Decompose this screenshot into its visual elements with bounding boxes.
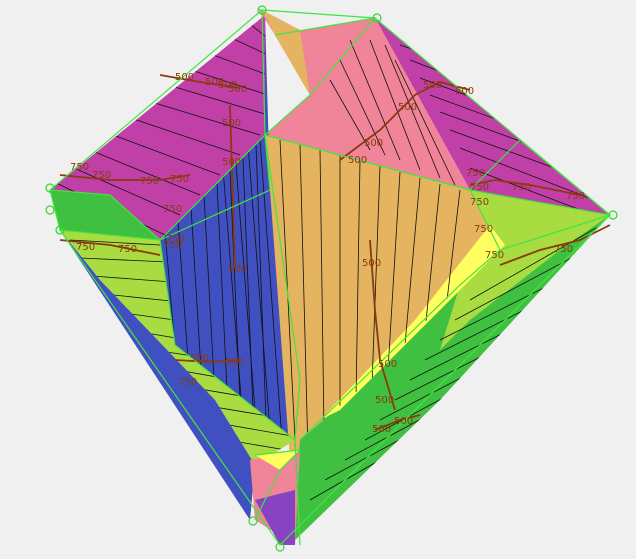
contour-label: 500 — [372, 424, 391, 435]
contour-label: 750 — [70, 162, 89, 173]
contour-label: 500 — [394, 416, 413, 427]
contour-label: 750 — [166, 234, 185, 245]
contour-label: 500 — [222, 118, 241, 129]
face-yellow-bottom — [255, 450, 300, 470]
vertex — [45, 205, 55, 215]
face-tan-top-wedge — [262, 10, 310, 95]
contour-label: 750 — [118, 244, 137, 255]
vertex — [248, 516, 258, 526]
contour-label: 750 — [474, 224, 493, 235]
contour-label: 500 — [222, 157, 241, 168]
contour-label: 750 — [170, 174, 189, 185]
contour-label: 750 — [554, 244, 573, 255]
face-tan — [265, 135, 500, 545]
face-purple-bottom — [255, 490, 295, 545]
face-magenta-left — [50, 15, 265, 240]
face-green-right — [290, 215, 610, 545]
vertex — [608, 210, 618, 220]
contour-label: 750 — [470, 182, 489, 193]
contour-label: 500 — [398, 102, 417, 113]
contour-label: 750 — [163, 240, 182, 251]
contours — [59, 74, 611, 431]
contour-label: 500 — [190, 353, 209, 364]
vertex — [275, 542, 285, 552]
face-lime-right — [470, 190, 610, 250]
contour-label: 500 — [362, 258, 381, 269]
contour-label: 500 — [455, 86, 474, 97]
contour-label: 500 — [218, 80, 237, 91]
contour-labels: 500 500 500 500 500 500 500 500 500 500 … — [70, 72, 585, 435]
vertex — [45, 183, 55, 193]
contour-label: 750 — [566, 191, 585, 202]
contour-label: 750 — [485, 250, 504, 261]
contour-label: 500 — [205, 77, 224, 88]
vertex — [257, 5, 267, 15]
contour-label: 500 — [228, 84, 247, 95]
contour-label: 750 — [163, 204, 182, 215]
contour-label: 750 — [470, 197, 489, 208]
face-pink-top — [265, 18, 470, 190]
mesh-edges — [49, 9, 611, 546]
contour-label: 500 — [225, 357, 244, 368]
contour-label: 750 — [140, 176, 159, 187]
face-lime-right-lower — [440, 215, 610, 350]
contour-label: 500 — [228, 264, 247, 275]
contour-label: 750 — [76, 242, 95, 253]
contour-label: 750 — [92, 170, 111, 181]
contour-label: 750 — [512, 182, 531, 193]
contour-label: 500 — [375, 395, 394, 406]
contour-label: 500 — [423, 80, 442, 91]
contour-label: 750 — [178, 377, 197, 388]
contour-label: 500 — [364, 138, 383, 149]
vertex — [372, 13, 382, 23]
vertices — [45, 5, 618, 552]
face-blue-lower-left — [60, 230, 255, 520]
vertex — [55, 225, 65, 235]
face-magenta-right — [375, 18, 610, 215]
contour-label: 750 — [466, 168, 485, 179]
contour-label: 500 — [175, 72, 194, 83]
face-yellow-strip — [320, 225, 505, 420]
contour-label: 500 — [348, 155, 367, 166]
contour-label: 500 — [378, 359, 397, 370]
face-green-left — [50, 190, 160, 240]
